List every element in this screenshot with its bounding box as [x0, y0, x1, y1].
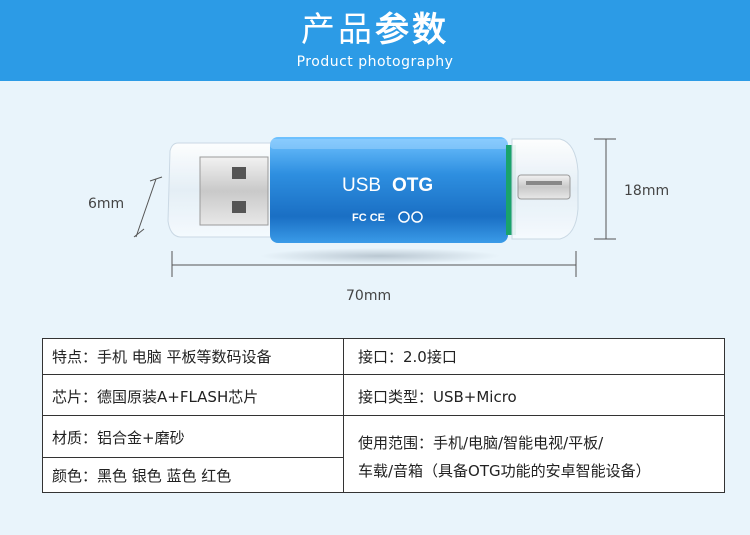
title-bold: 参数	[375, 10, 449, 50]
drive-body	[270, 137, 508, 243]
drive-shadow	[260, 248, 500, 264]
body-label-otg: OTG	[392, 175, 433, 196]
width-dim-tick-a	[133, 228, 145, 238]
cert-marks: FC CE	[352, 212, 385, 224]
width-label: 6mm	[88, 196, 125, 212]
table-divider-2	[43, 415, 724, 416]
page-subtitle: Product photography	[296, 54, 454, 70]
header-banner: 产品参数 Product photography	[0, 0, 750, 81]
product-stage: USB OTG FC CE 6mm 18mm 70mm	[0, 81, 750, 321]
micro-usb-slot	[526, 181, 562, 185]
title-light: 产品	[301, 10, 375, 50]
usb-a-hole-bottom	[232, 201, 246, 213]
micro-collar	[506, 145, 516, 235]
cert-icon-1	[398, 211, 410, 223]
spec-usage-line2: 车载/音箱（具备OTG功能的安卓智能设备）	[358, 462, 651, 480]
width-dim-tick-b	[149, 176, 163, 182]
spec-usage-line1: 使用范围：手机/电脑/智能电视/平板/	[358, 434, 604, 452]
page-title: 产品参数	[0, 4, 750, 56]
spec-table: 特点：手机 电脑 平板等数码设备 芯片：德国原装A+FLASH芯片 材质：铝合金…	[42, 338, 725, 493]
spec-features: 特点：手机 电脑 平板等数码设备	[52, 348, 272, 366]
spec-interface-type: 接口类型：USB+Micro	[358, 388, 517, 406]
length-label: 70mm	[346, 288, 392, 304]
width-dim-line	[135, 178, 157, 238]
usb-a-hole-top	[232, 167, 246, 179]
cert-icon-2	[411, 211, 423, 223]
body-highlight	[270, 139, 508, 149]
body-label-usb: USB	[342, 175, 381, 196]
usb-drive-illustration: USB OTG FC CE	[133, 137, 616, 277]
spec-colors: 颜色：黑色 银色 蓝色 红色	[52, 467, 232, 485]
micro-usb-plug	[517, 174, 571, 200]
table-divider-1	[43, 374, 724, 375]
height-label: 18mm	[624, 183, 670, 199]
spec-material: 材质：铝合金+磨砂	[52, 429, 185, 447]
spec-chip: 芯片：德国原装A+FLASH芯片	[52, 388, 259, 406]
table-divider-3	[43, 457, 343, 458]
spec-interface: 接口：2.0接口	[358, 348, 457, 366]
